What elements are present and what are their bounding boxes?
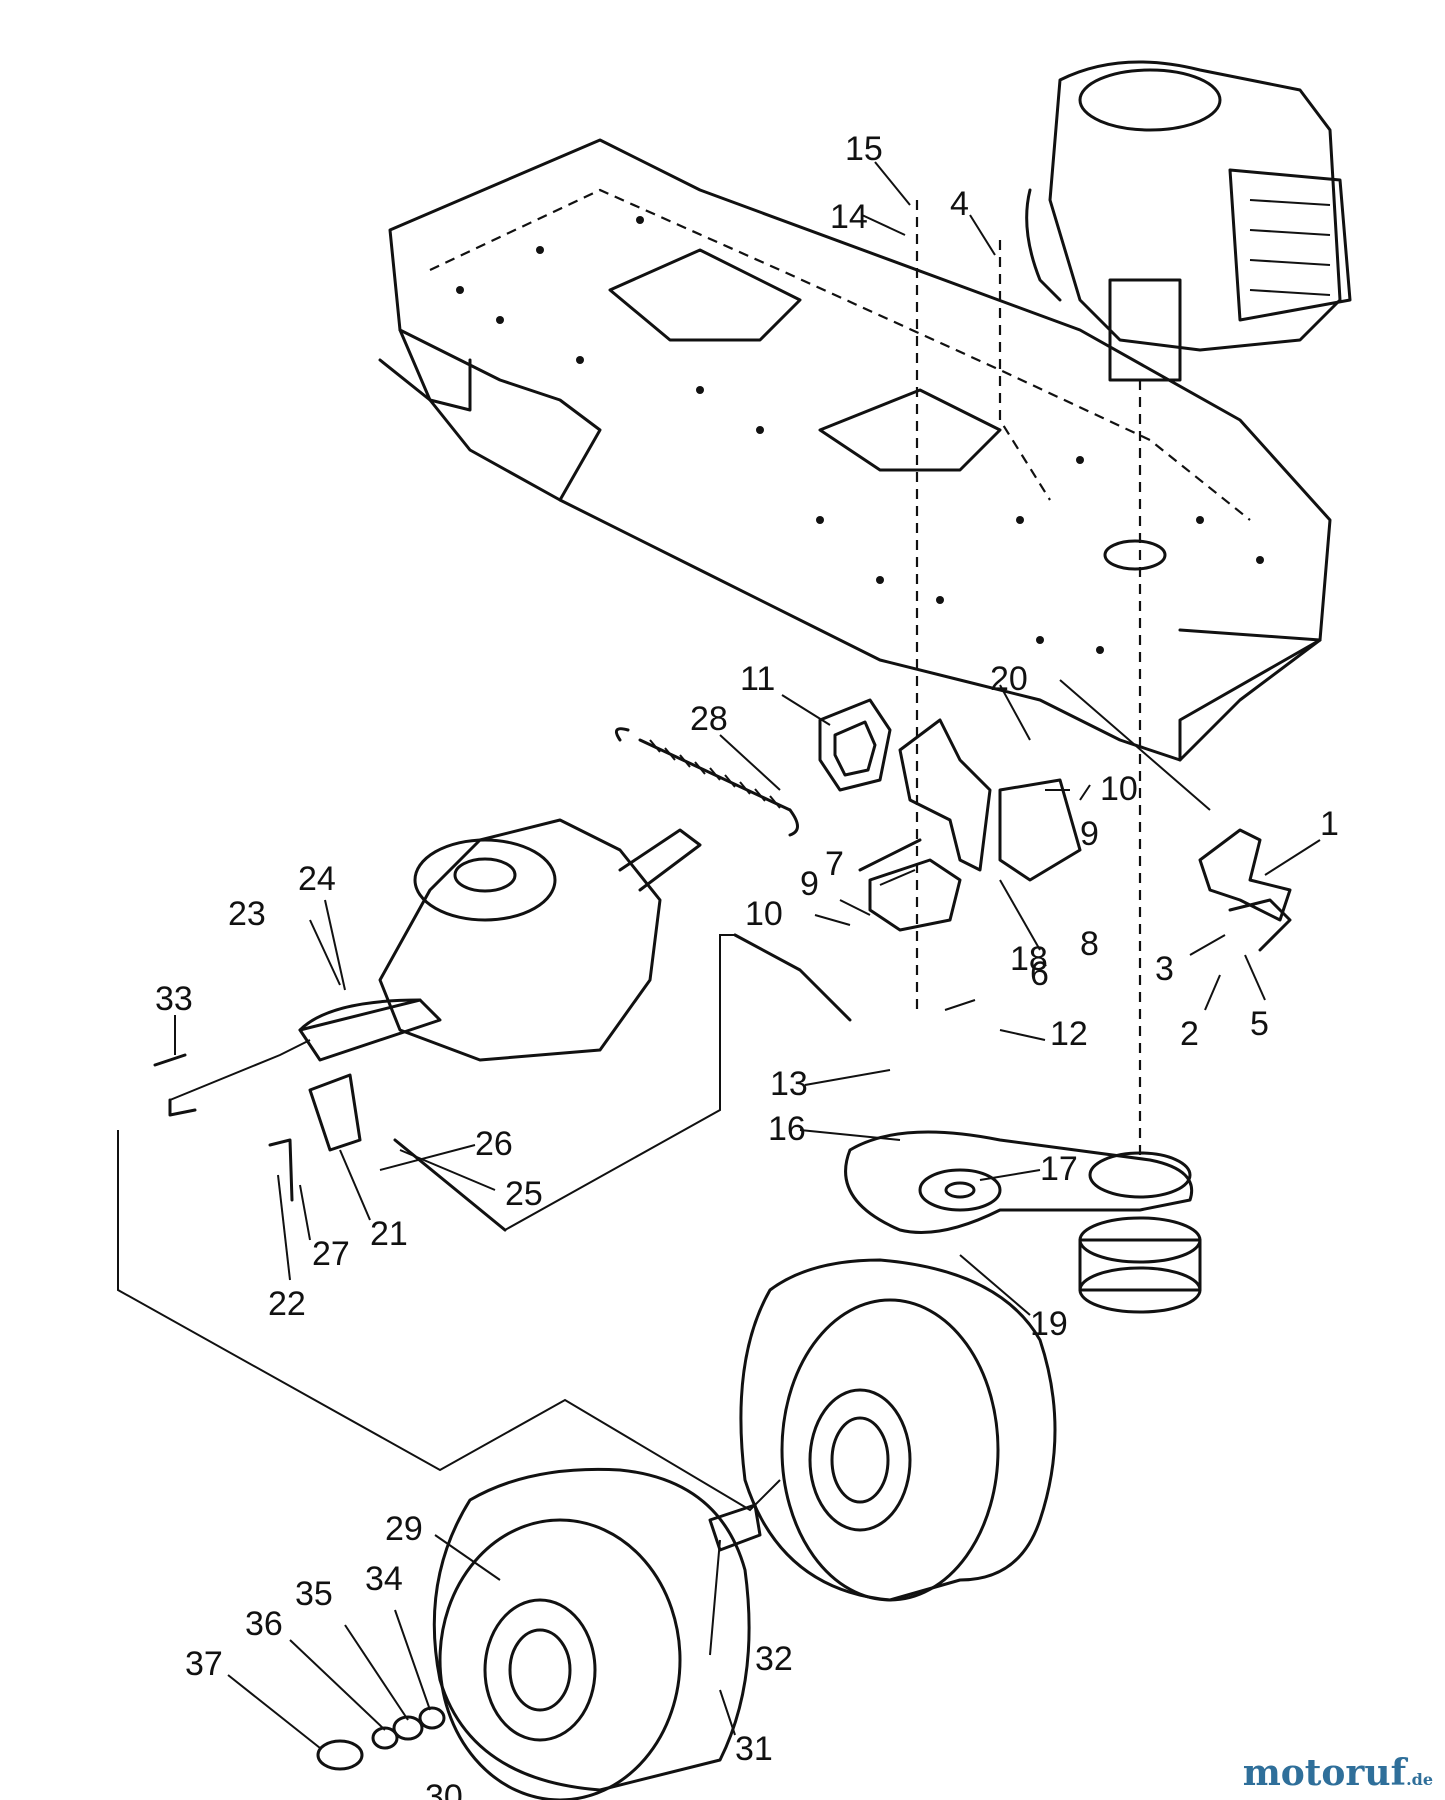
watermark-tld: .de <box>1406 1770 1433 1789</box>
frame-holes <box>456 216 1264 654</box>
callout-21: 21 <box>370 1215 408 1253</box>
callout-10-right: 10 <box>1100 770 1138 808</box>
callout-5: 5 <box>1250 1005 1269 1043</box>
callout-11: 11 <box>740 660 775 698</box>
callout-26: 26 <box>475 1125 513 1163</box>
callout-15: 15 <box>845 130 883 168</box>
callout-25: 25 <box>505 1175 543 1213</box>
bracket <box>1198 828 1292 952</box>
callout-8: 8 <box>1080 925 1099 963</box>
transaxle <box>168 818 702 1117</box>
callout-2: 2 <box>1180 1015 1199 1053</box>
key <box>153 1053 187 1067</box>
callout-9-right: 9 <box>1080 815 1099 853</box>
rear-wheel-left <box>432 1467 751 1800</box>
rod <box>858 838 922 872</box>
pedal-pad <box>818 698 892 792</box>
callout-17: 17 <box>1040 1150 1078 1188</box>
pedal-bracket <box>868 718 1082 932</box>
callout-14: 14 <box>830 198 868 236</box>
bolt <box>268 1138 294 1202</box>
callout-30: 30 <box>425 1778 463 1800</box>
callout-12: 12 <box>1050 1015 1088 1053</box>
callout-34: 34 <box>365 1560 403 1598</box>
callout-29: 29 <box>385 1510 423 1548</box>
callout-9-left: 9 <box>800 865 819 903</box>
callout-23: 23 <box>228 895 266 933</box>
hub-cap <box>316 1739 364 1771</box>
callout-1: 1 <box>1320 805 1339 843</box>
callout-16: 16 <box>768 1110 806 1148</box>
callout-4: 4 <box>950 185 969 223</box>
callout-22: 22 <box>268 1285 306 1323</box>
callout-6: 6 <box>1030 955 1049 993</box>
drive-belt <box>844 1130 1202 1314</box>
callout-28: 28 <box>690 700 728 738</box>
callout-18: 18 <box>1010 940 1048 978</box>
watermark-brand: motoruf <box>1242 1752 1407 1794</box>
callout-labels: 1 2 3 4 5 6 7 8 9 9 10 10 11 12 13 14 15… <box>155 130 1339 1800</box>
callout-33: 33 <box>155 980 193 1018</box>
callout-13: 13 <box>770 1065 808 1103</box>
callout-3: 3 <box>1155 950 1174 988</box>
callout-19: 19 <box>1030 1305 1068 1343</box>
rear-wheel-right <box>739 1258 1057 1602</box>
callout-20: 20 <box>990 660 1028 698</box>
leader-lines <box>174 161 1321 1749</box>
callout-24: 24 <box>298 860 336 898</box>
callout-27: 27 <box>312 1235 350 1273</box>
callout-7: 7 <box>825 845 844 883</box>
callout-31: 31 <box>735 1730 773 1768</box>
watermark-logo: motoruf.de <box>1243 1752 1433 1794</box>
engine <box>1025 60 1352 382</box>
chassis-frame <box>378 138 1332 762</box>
linkage-rod <box>733 933 852 1022</box>
plate <box>308 1073 362 1152</box>
callout-10-left: 10 <box>745 895 783 933</box>
spring <box>614 727 799 837</box>
spacer <box>708 1503 762 1552</box>
callout-35: 35 <box>295 1575 333 1613</box>
callout-36: 36 <box>245 1605 283 1643</box>
callout-32: 32 <box>755 1640 793 1678</box>
callout-37: 37 <box>185 1645 223 1683</box>
